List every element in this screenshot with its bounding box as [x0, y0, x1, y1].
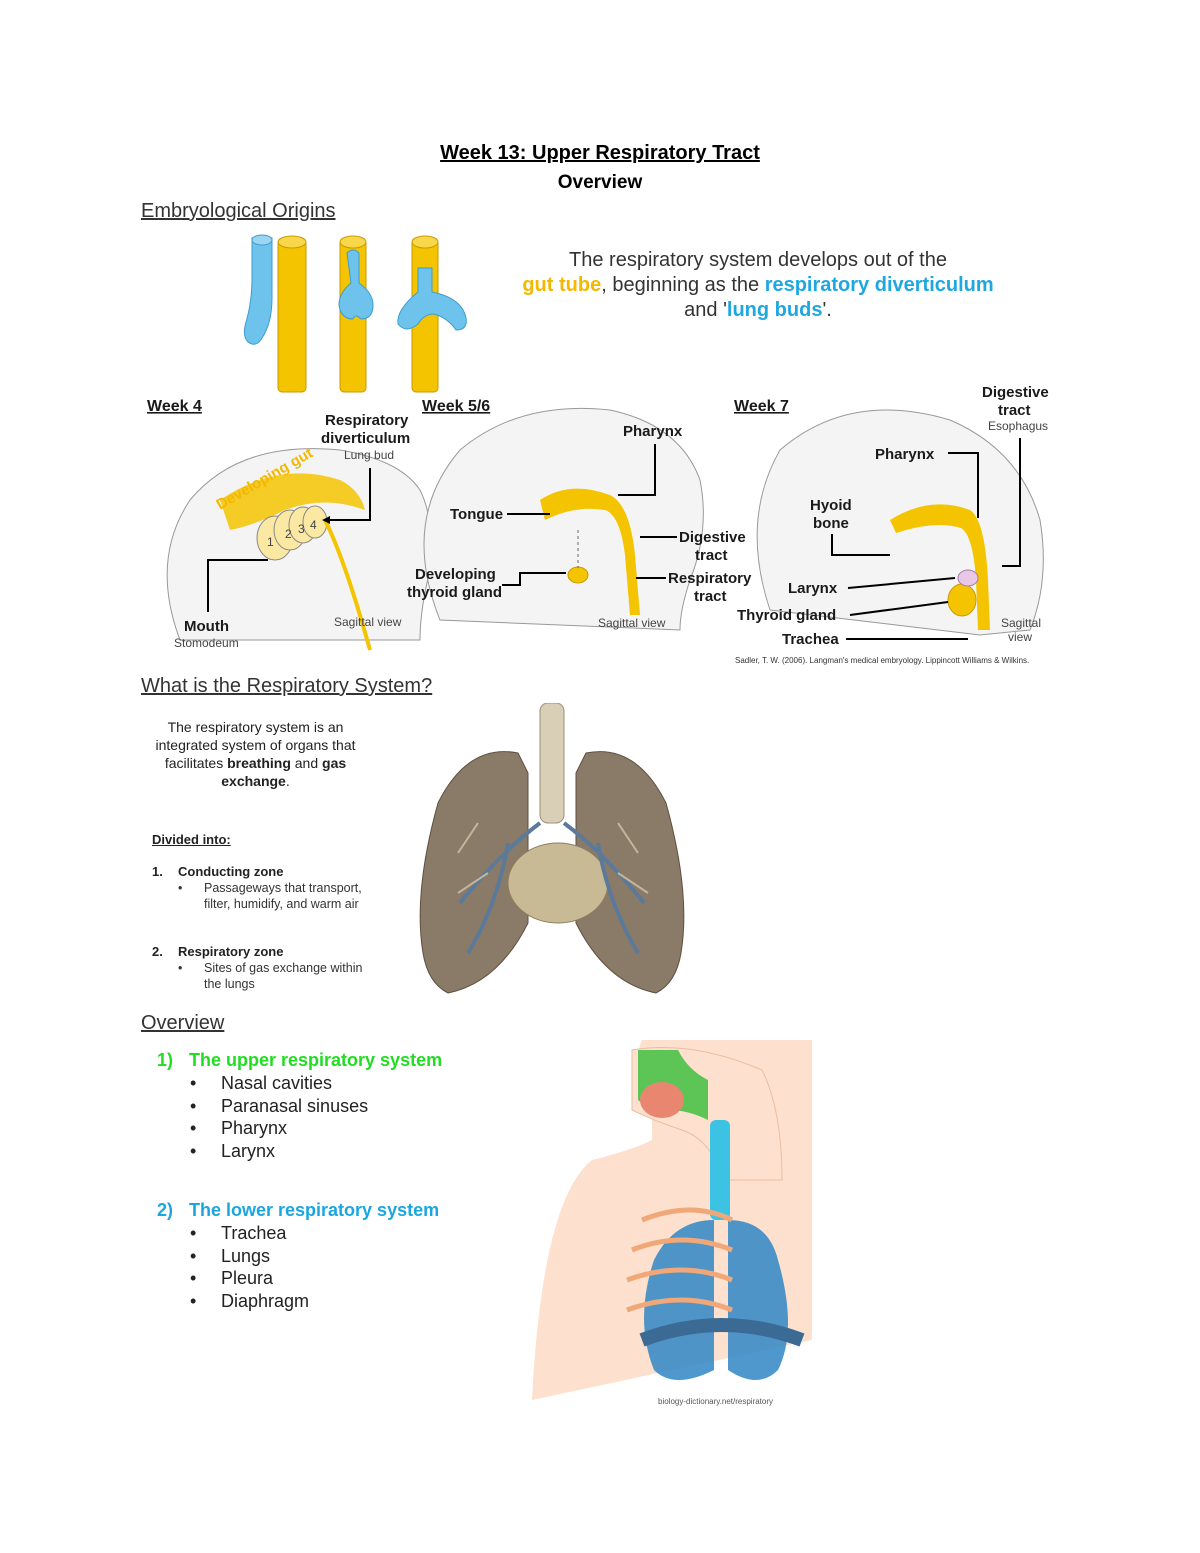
respiratory-system-illustration: biology-dictionary.net/respiratory: [532, 1040, 812, 1406]
svg-text:1: 1: [267, 535, 274, 549]
figure-credit: biology-dictionary.net/respiratory: [658, 1397, 773, 1406]
list-item: Nasal cavities: [190, 1072, 368, 1095]
svg-text:Hyoid: Hyoid: [810, 497, 852, 514]
zone-conducting: 1.Conducting zone: [152, 864, 284, 879]
svg-text:Tongue: Tongue: [450, 506, 503, 523]
zone-respiratory-desc: •Sites of gas exchange within the lungs: [178, 961, 363, 991]
svg-text:Trachea: Trachea: [782, 631, 839, 648]
embryo-weeks-diagram: Week 4 1 2 3 4 Developing gut Respirator…: [147, 384, 1049, 665]
list-item: Lungs: [190, 1245, 309, 1268]
upper-system-heading: 1)The upper respiratory system: [157, 1050, 443, 1070]
svg-text:tract: tract: [695, 547, 728, 564]
svg-text:view: view: [1008, 630, 1032, 644]
svg-text:Sagittal view: Sagittal view: [334, 615, 402, 629]
svg-text:Respiratory: Respiratory: [668, 570, 752, 587]
respiratory-definition: The respiratory system is an integrated …: [155, 719, 356, 789]
svg-text:2: 2: [285, 527, 292, 541]
lungs-anatomy-image: [418, 703, 686, 999]
zone-respiratory: 2.Respiratory zone: [152, 944, 284, 959]
section-heading-overview: Overview: [141, 1012, 225, 1034]
respiratory-diverticulum-term: respiratory diverticulum: [764, 274, 994, 296]
divided-into-label: Divided into:: [152, 832, 231, 847]
list-item: Trachea: [190, 1222, 309, 1245]
list-item: Pharynx: [190, 1117, 368, 1140]
svg-text:thyroid gland: thyroid gland: [407, 584, 502, 601]
svg-text:Week 7: Week 7: [734, 398, 789, 415]
section-heading-what: What is the Respiratory System?: [141, 675, 433, 697]
svg-text:tract: tract: [694, 588, 727, 605]
svg-text:Lung bud: Lung bud: [344, 448, 394, 462]
embryo-credit: Sadler, T. W. (2006). Langman's medical …: [735, 656, 1029, 665]
svg-text:Larynx: Larynx: [788, 580, 838, 597]
svg-text:Week 5/6: Week 5/6: [422, 398, 490, 415]
lower-system-list: Trachea Lungs Pleura Diaphragm: [190, 1222, 309, 1312]
page-subtitle: Overview: [557, 172, 643, 193]
svg-text:Stomodeum: Stomodeum: [174, 636, 239, 650]
list-item: Larynx: [190, 1140, 368, 1163]
zone-conducting-desc: •Passageways that transport, filter, hum…: [178, 881, 362, 911]
svg-text:tract: tract: [998, 402, 1031, 419]
svg-text:Developing: Developing: [415, 566, 496, 583]
svg-text:Pharynx: Pharynx: [623, 423, 683, 440]
intro-text: The respiratory system develops out of t…: [522, 249, 994, 321]
svg-text:Pharynx: Pharynx: [875, 446, 935, 463]
svg-text:bone: bone: [813, 515, 849, 532]
svg-text:diverticulum: diverticulum: [321, 430, 410, 447]
svg-text:Digestive: Digestive: [982, 384, 1049, 401]
svg-text:Esophagus: Esophagus: [988, 419, 1048, 433]
svg-text:Digestive: Digestive: [679, 529, 746, 546]
svg-text:4: 4: [310, 518, 317, 532]
upper-system-list: Nasal cavities Paranasal sinuses Pharynx…: [190, 1072, 368, 1162]
svg-text:Sagittal: Sagittal: [1001, 616, 1041, 630]
pharyngeal-arches: 1 2 3 4: [256, 505, 328, 561]
svg-text:3: 3: [298, 522, 305, 536]
svg-text:Sagittal view: Sagittal view: [598, 616, 666, 630]
gut-tube-illustration: [243, 234, 467, 393]
list-item: Pleura: [190, 1267, 309, 1290]
gut-tube-term: gut tube: [522, 274, 602, 296]
list-item: Paranasal sinuses: [190, 1095, 368, 1118]
lung-buds-term: lung buds: [726, 299, 823, 321]
svg-text:Respiratory: Respiratory: [325, 412, 409, 429]
week4-title: Week 4: [147, 398, 202, 415]
page-title: Week 13: Upper Respiratory Tract: [440, 142, 760, 164]
svg-text:Thyroid gland: Thyroid gland: [737, 607, 836, 624]
lower-system-heading: 2)The lower respiratory system: [157, 1200, 440, 1220]
list-item: Diaphragm: [190, 1290, 309, 1313]
section-heading-embryo: Embryological Origins: [141, 200, 336, 222]
svg-text:Mouth: Mouth: [184, 618, 229, 635]
